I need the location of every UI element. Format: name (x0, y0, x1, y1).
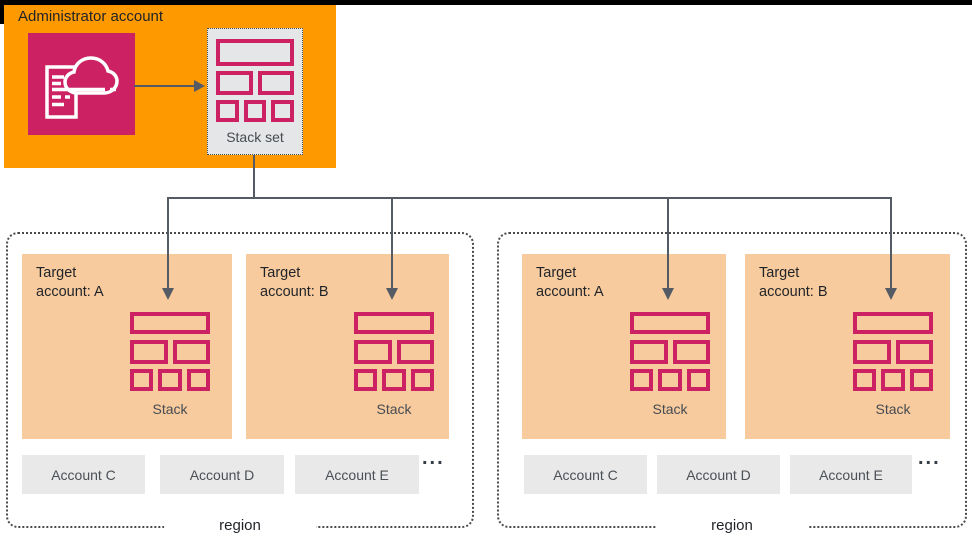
region-container: Target account: A Stack Target account: … (6, 232, 474, 536)
connector-template-to-stackset (134, 85, 195, 87)
target-account-title: Target account: B (759, 265, 828, 300)
target-account-box-b: Target account: B Stack (246, 254, 449, 439)
connector-drop (167, 197, 169, 289)
connector-bus (167, 197, 892, 199)
arrowhead-right-icon (194, 80, 205, 92)
region-container: Target account: A Stack Target account: … (497, 232, 967, 536)
more-accounts-ellipsis: ... (918, 447, 941, 469)
stack-label: Stack (152, 401, 188, 417)
target-account-title: Target account: A (536, 265, 604, 300)
stack-label: Stack (652, 401, 688, 417)
account-label: Account E (819, 466, 883, 483)
stack-set-panel: Stack set (207, 28, 303, 155)
document-cloud-icon (45, 56, 119, 119)
stack-icon (130, 312, 210, 391)
target-account-title: Target account: A (36, 265, 104, 300)
account-label: Account C (553, 466, 618, 483)
account-box: Account D (657, 455, 780, 494)
target-account-title: Target account: B (260, 265, 329, 300)
account-label: Account D (686, 466, 751, 483)
account-box: Account E (790, 455, 912, 494)
more-accounts-ellipsis: ... (422, 447, 445, 469)
account-box: Account C (524, 455, 647, 494)
account-label: Account E (325, 466, 389, 483)
administrator-account-title: Administrator account (18, 8, 164, 25)
account-box: Account E (295, 455, 419, 494)
region-label: region (656, 516, 808, 536)
stack-set-icon (216, 39, 295, 122)
target-account-box-a: Target account: A Stack (22, 254, 232, 439)
screenshot-top-edge (0, 0, 972, 5)
stack-icon (853, 312, 933, 391)
stack-label: Stack (376, 401, 412, 417)
arrowhead-down-icon (662, 288, 674, 300)
stack-set-label: Stack set (226, 129, 284, 145)
arrowhead-down-icon (386, 288, 398, 300)
screenshot-left-edge (0, 0, 4, 24)
account-label: Account C (51, 466, 116, 483)
cloudformation-template-icon (28, 33, 135, 135)
account-box: Account D (160, 455, 284, 494)
target-account-box-b: Target account: B Stack (745, 254, 950, 439)
arrowhead-down-icon (885, 288, 897, 300)
stack-label: Stack (875, 401, 911, 417)
connector-drop (890, 197, 892, 289)
connector-drop (667, 197, 669, 289)
account-box: Account C (22, 455, 145, 494)
arrowhead-down-icon (162, 288, 174, 300)
account-label: Account D (189, 466, 255, 483)
stack-icon (630, 312, 710, 391)
connector-trunk (253, 155, 255, 199)
stack-icon (354, 312, 434, 391)
region-label: region (164, 516, 316, 536)
connector-drop (391, 197, 393, 289)
target-account-box-a: Target account: A Stack (522, 254, 726, 439)
